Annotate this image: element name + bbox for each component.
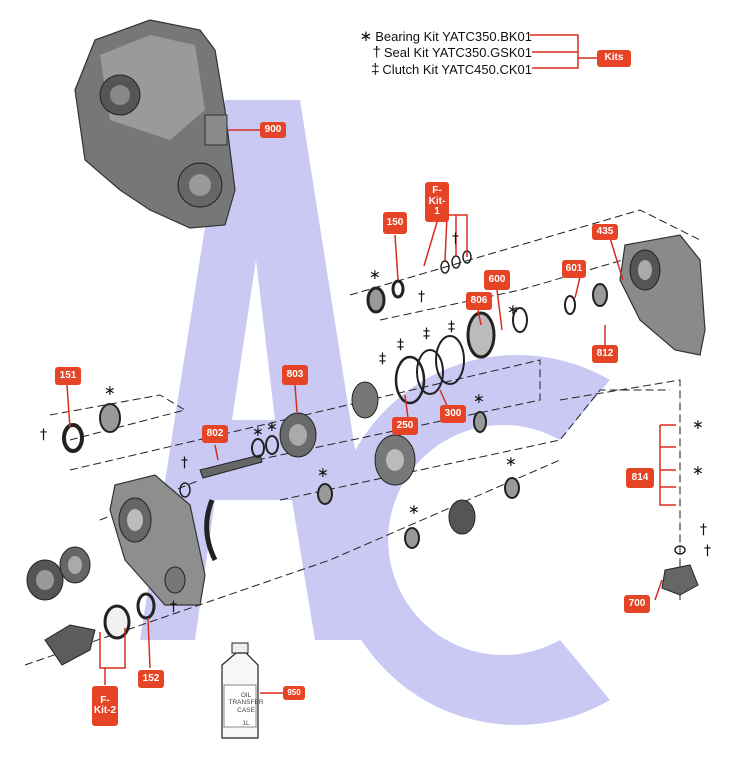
callout-601[interactable]: 601 xyxy=(562,260,586,278)
rear-housing xyxy=(619,234,706,356)
mark-bearing: ∗ xyxy=(408,502,420,518)
kits-tag[interactable]: Kits xyxy=(597,50,631,67)
bearing-symbol: ∗ xyxy=(359,28,373,45)
mark-seal: † xyxy=(704,543,711,559)
mark-clutch: ‡ xyxy=(397,337,404,353)
callout-250[interactable]: 250 xyxy=(392,417,418,435)
leader-lines xyxy=(66,34,676,694)
mark-clutch: ‡ xyxy=(379,351,386,367)
kit-bearing: ∗Bearing Kit YATC350.BK01 xyxy=(360,27,532,45)
callout-600[interactable]: 600 xyxy=(484,270,510,290)
mark-seal: † xyxy=(170,599,177,615)
oil-bottle xyxy=(221,642,259,739)
oil-bottle-label: OIL TRANSFER CASE 1L xyxy=(226,692,266,728)
callout-f-kit-2[interactable]: F-Kit-2 xyxy=(92,686,118,726)
mark-seal: † xyxy=(418,289,425,305)
callout-152[interactable]: 152 xyxy=(138,670,164,688)
mark-bearing: ∗ xyxy=(252,424,264,440)
callout-814[interactable]: 814 xyxy=(626,468,654,488)
transfer-case-housing xyxy=(74,19,236,229)
bottle-line-1: OIL xyxy=(240,692,252,699)
mark-seal: † xyxy=(40,427,47,443)
gears xyxy=(279,381,476,535)
mark-clutch: ‡ xyxy=(448,319,455,335)
mark-seal: † xyxy=(700,522,707,538)
mark-bearing: ∗ xyxy=(505,454,517,470)
bottle-line-2: TRANSFER xyxy=(228,699,264,707)
mark-bearing: ∗ xyxy=(369,267,381,283)
mark-clutch: ‡ xyxy=(423,326,430,342)
callout-700[interactable]: 700 xyxy=(624,595,650,613)
bottle-line-3: CASE xyxy=(237,706,255,714)
mark-bearing: ∗ xyxy=(507,302,519,318)
mark-seal: † xyxy=(452,231,459,247)
callout-f-kit-1[interactable]: F-Kit-1 xyxy=(425,182,449,222)
kit-clutch-label: Clutch Kit YATC450.CK01 xyxy=(382,62,532,77)
mark-bearing: ∗ xyxy=(692,417,704,433)
callout-150[interactable]: 150 xyxy=(383,212,407,234)
couplers xyxy=(26,546,96,666)
mark-bearing: ∗ xyxy=(104,383,116,399)
callout-802[interactable]: 802 xyxy=(202,425,228,443)
mark-bearing: ∗ xyxy=(692,463,704,479)
kit-bearing-label: Bearing Kit YATC350.BK01 xyxy=(375,29,532,44)
mark-bearing: ∗ xyxy=(266,419,278,435)
shaft xyxy=(199,454,263,562)
callout-803[interactable]: 803 xyxy=(282,365,308,385)
callout-151[interactable]: 151 xyxy=(55,367,81,385)
kit-seal: †Seal Kit YATC350.GSK01 xyxy=(373,44,532,61)
callout-900[interactable]: 900 xyxy=(260,122,286,138)
clutch-symbol: ‡ xyxy=(371,61,380,78)
front-housing xyxy=(109,474,206,606)
kit-clutch: ‡Clutch Kit YATC450.CK01 xyxy=(371,61,532,78)
seal-symbol: † xyxy=(372,44,381,61)
callout-435[interactable]: 435 xyxy=(592,224,618,240)
bottle-line-4: 1L xyxy=(242,720,250,728)
mark-seal: † xyxy=(181,455,188,471)
callout-300[interactable]: 300 xyxy=(440,405,466,423)
kit-seal-label: Seal Kit YATC350.GSK01 xyxy=(383,45,532,60)
callout-806[interactable]: 806 xyxy=(466,292,492,310)
mark-bearing: ∗ xyxy=(317,465,329,481)
mark-bearing: ∗ xyxy=(473,391,485,407)
actuator-motor xyxy=(661,564,699,596)
rings-and-seals xyxy=(62,250,686,640)
callout-812[interactable]: 812 xyxy=(592,345,618,363)
callout-950[interactable]: 950 xyxy=(283,686,305,700)
